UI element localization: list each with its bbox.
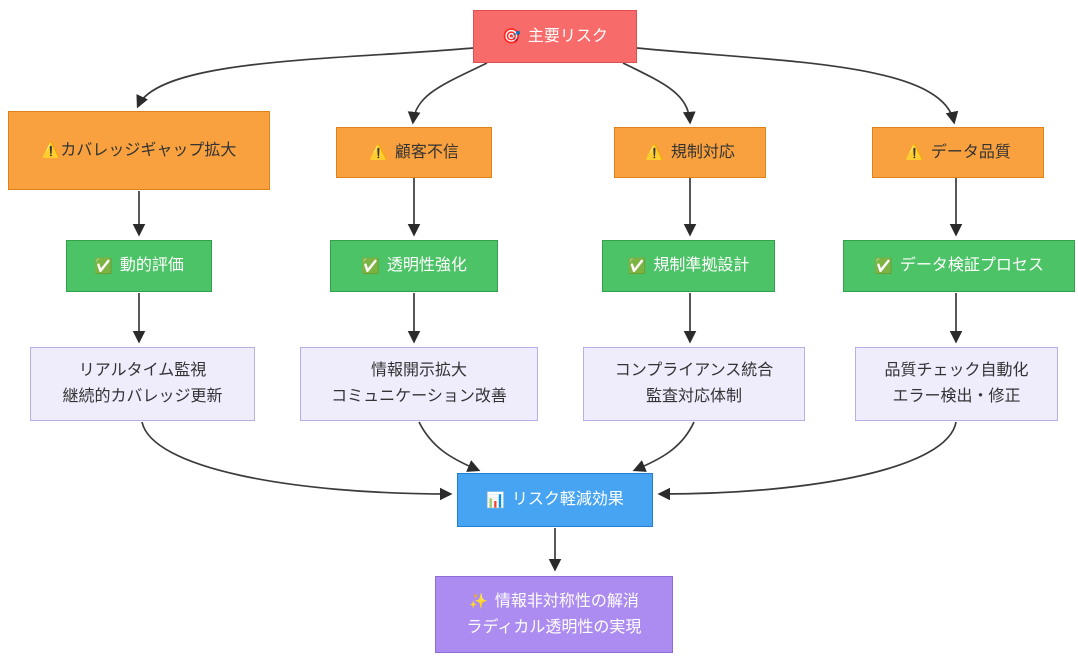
node-action-dynamic-eval: ✅ 動的評価 xyxy=(66,240,212,292)
sparkles-icon: ✨ xyxy=(469,593,488,610)
node-action-data-validation: ✅ データ検証プロセス xyxy=(843,240,1075,292)
warning-icon: ⚠️ xyxy=(41,141,61,159)
detail-line: リアルタイム監視 xyxy=(78,362,207,379)
edge-detail4-effect xyxy=(657,421,957,501)
node-label: 動的評価 xyxy=(119,257,184,274)
node-detail-quality-check: 品質チェック自動化 エラー検出・修正 xyxy=(855,347,1058,421)
node-risk-customer-distrust: ⚠️ 顧客不信 xyxy=(336,127,492,178)
node-label: 透明性強化 xyxy=(386,257,467,274)
check-icon: ✅ xyxy=(361,257,380,275)
node-detail-realtime-monitoring: リアルタイム監視 継続的カバレッジ更新 xyxy=(30,347,255,421)
edge-detail1-effect xyxy=(141,421,453,501)
detail-line: コミュニケーション改善 xyxy=(331,388,507,405)
node-label: リスク軽減効果 xyxy=(511,491,624,508)
node-action-compliance-design: ✅ 規制準拠設計 xyxy=(602,240,775,292)
node-label: カバレッジギャップ拡大 xyxy=(60,141,237,159)
detail-line: 品質チェック自動化 xyxy=(884,362,1029,379)
detail-line: コンプライアンス統合 xyxy=(614,362,774,379)
edge-detail2-effect xyxy=(418,421,481,472)
outcome-line: 情報非対称性の解消 xyxy=(494,592,639,610)
check-icon: ✅ xyxy=(874,257,893,275)
node-label: 規制準拠設計 xyxy=(653,257,750,274)
edge-root-risk1 xyxy=(136,47,474,109)
check-icon: ✅ xyxy=(94,257,113,275)
bar-chart-icon: 📊 xyxy=(486,491,505,509)
warning-icon: ⚠️ xyxy=(905,144,924,161)
node-label: データ検証プロセス xyxy=(899,257,1044,274)
detail-line: 情報開示拡大 xyxy=(370,362,467,379)
node-main-risk: 🎯 主要リスク xyxy=(473,10,637,63)
node-risk-regulation: ⚠️ 規制対応 xyxy=(614,127,766,178)
node-risk-coverage-gap: ⚠️カバレッジギャップ拡大 xyxy=(8,111,270,190)
node-risk-data-quality: ⚠️ データ品質 xyxy=(872,127,1044,178)
edge-root-risk3 xyxy=(622,62,696,125)
node-label: データ品質 xyxy=(930,143,1011,161)
node-action-transparency: ✅ 透明性強化 xyxy=(330,240,498,292)
node-label: 顧客不信 xyxy=(394,143,459,161)
node-outcome: ✨ 情報非対称性の解消 ラディカル透明性の実現 xyxy=(435,576,673,653)
edge-root-risk2 xyxy=(407,62,488,125)
node-detail-compliance-integration: コンプライアンス統合 監査対応体制 xyxy=(583,347,805,421)
detail-line: 監査対応体制 xyxy=(645,388,742,405)
target-icon: 🎯 xyxy=(502,28,521,45)
node-label: 主要リスク xyxy=(527,27,608,45)
detail-line: 継続的カバレッジ更新 xyxy=(62,388,223,405)
outcome-line: ラディカル透明性の実現 xyxy=(466,618,642,636)
check-icon: ✅ xyxy=(627,257,647,275)
node-label: 規制対応 xyxy=(670,143,735,161)
edge-detail3-effect xyxy=(632,421,695,472)
edge-root-risk4 xyxy=(636,47,959,125)
detail-line: エラー検出・修正 xyxy=(892,388,1021,405)
warning-icon: ⚠️ xyxy=(369,144,388,161)
node-risk-mitigation-effect: 📊 リスク軽減効果 xyxy=(457,473,653,527)
warning-icon: ⚠️ xyxy=(645,144,664,161)
node-detail-disclosure: 情報開示拡大 コミュニケーション改善 xyxy=(300,347,538,421)
